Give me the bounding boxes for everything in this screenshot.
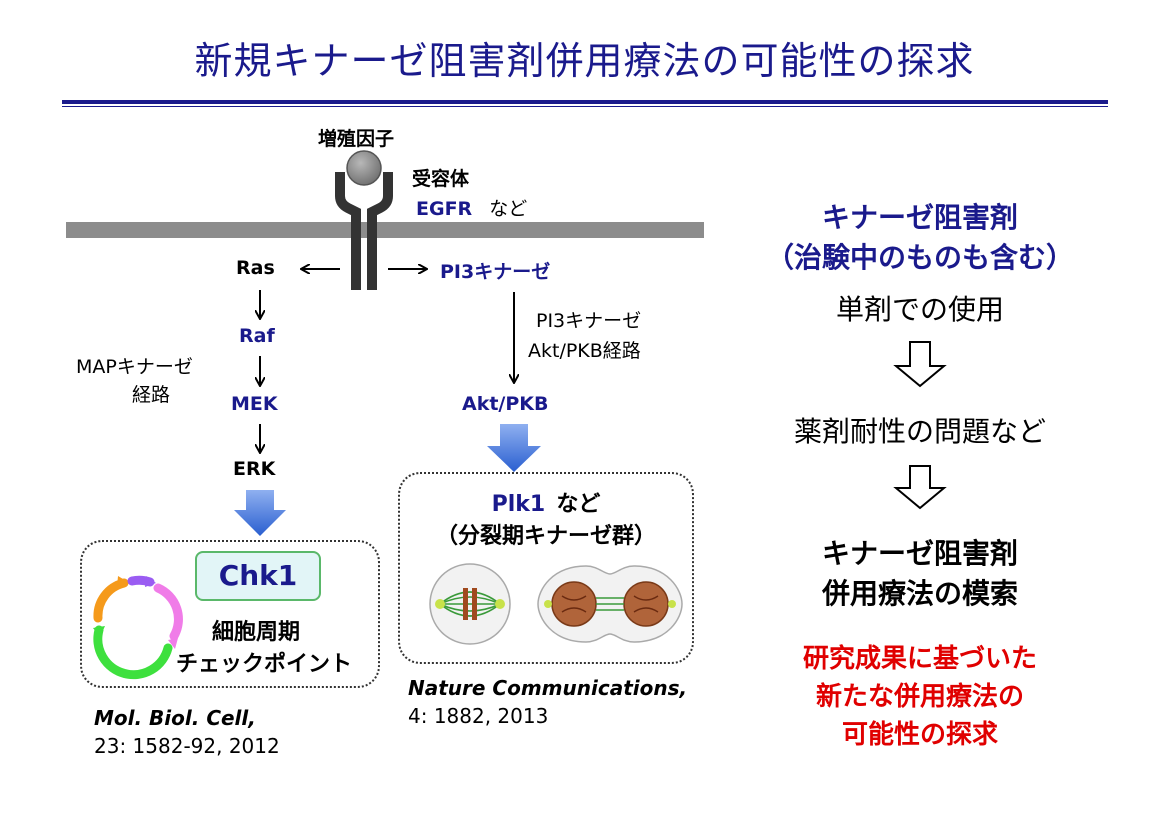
cell-cycle-icon — [93, 575, 183, 680]
conclusion-2: 新たな併用療法の — [815, 682, 1024, 712]
pi3k-label: PI3キナーゼ — [440, 261, 551, 283]
conclusion-3: 可能性の探求 — [841, 720, 998, 750]
plk1-suffix: など — [556, 492, 601, 517]
ref2-journal: Nature Communications, — [408, 676, 688, 700]
receptor-label: 受容体 — [412, 168, 470, 190]
right-heading-1: キナーゼ阻害剤 — [821, 201, 1018, 234]
growth-factor-ligand-icon — [346, 150, 382, 186]
title-underline-thin — [62, 106, 1108, 107]
right-step-3-1: キナーゼ阻害剤 — [821, 537, 1018, 570]
map-pathway-label-2: 経路 — [132, 384, 171, 406]
reference-2: Nature Communications, 4: 1882, 2013 — [408, 676, 687, 728]
chk1-label: Chk1 — [195, 551, 321, 601]
right-step-3-2: 併用療法の模索 — [821, 577, 1018, 610]
page-title: 新規キナーゼ阻害剤併用療法の可能性の探求 — [194, 39, 975, 83]
down-arrow-1-icon — [893, 341, 947, 388]
reference-1: Mol. Biol. Cell, 23: 1582-92, 2012 — [94, 706, 280, 758]
growth-factor-label: 増殖因子 — [318, 128, 395, 150]
blue-arrow-to-chk1 — [234, 490, 286, 536]
ref2-detail: 4: 1882, 2013 — [408, 704, 549, 728]
receptor-icon — [335, 150, 393, 290]
plk1-label: Plk1 など — [398, 486, 694, 518]
mek-label: MEK — [231, 393, 278, 415]
ref1-journal: Mol. Biol. Cell, — [94, 706, 256, 730]
title-underline — [62, 100, 1108, 104]
plk1-name: Plk1 — [491, 492, 546, 517]
mitotic-cell-metaphase-icon — [429, 563, 511, 645]
ref1-detail: 23: 1582-92, 2012 — [94, 734, 280, 758]
raf-label: Raf — [239, 325, 275, 347]
pi3k-pathway-label-1: PI3キナーゼ — [536, 310, 642, 332]
egfr-label: EGFR など — [416, 194, 527, 221]
egfr-name: EGFR — [416, 198, 473, 220]
egfr-suffix: など — [489, 198, 528, 220]
ras-label: Ras — [236, 257, 275, 279]
down-arrow-2-icon — [893, 465, 947, 510]
mitotic-group-label: （分裂期キナーゼ群） — [435, 524, 656, 549]
pi3k-pathway-label-2: Akt/PKB経路 — [528, 340, 641, 362]
right-step-2: 薬剤耐性の問題など — [793, 415, 1046, 448]
akt-label: Akt/PKB — [462, 393, 549, 415]
erk-label: ERK — [233, 458, 276, 480]
mitotic-cell-anaphase-icon — [537, 565, 683, 643]
checkpoint-label-1: 細胞周期 — [212, 620, 301, 645]
right-step-1: 単剤での使用 — [835, 293, 1004, 326]
cell-membrane — [66, 222, 704, 238]
map-pathway-label-1: MAPキナーゼ — [76, 356, 193, 378]
right-heading-2: （治験中のものも含む） — [765, 241, 1074, 274]
checkpoint-label-2: チェックポイント — [176, 652, 353, 677]
blue-arrow-to-plk1 — [487, 424, 541, 472]
conclusion-1: 研究成果に基づいた — [802, 644, 1037, 674]
